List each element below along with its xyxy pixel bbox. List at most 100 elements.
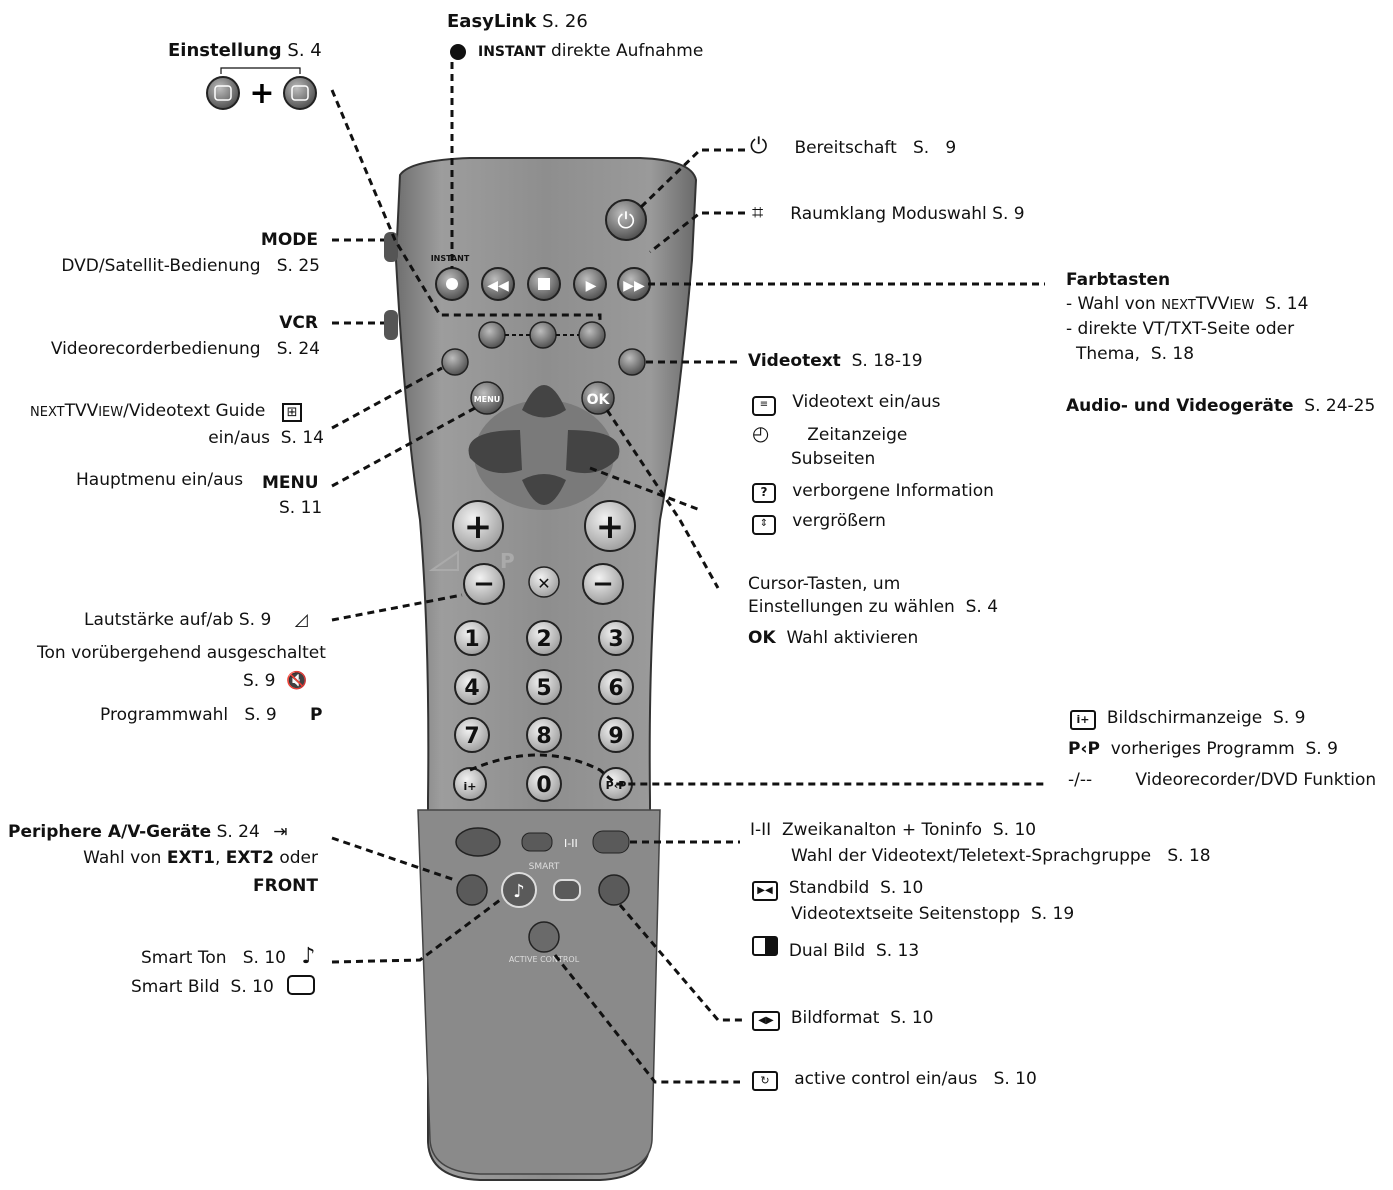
cursor-up: [522, 385, 566, 418]
svg-text:+: +: [249, 76, 274, 111]
digit-button-7[interactable]: [454, 717, 490, 753]
instant-key-label: INSTANT: [431, 254, 470, 263]
leader-lines: [330, 62, 1045, 1084]
smart-label: SMART: [529, 862, 560, 872]
volume-down-button: [463, 563, 505, 605]
vcr-side-button: [384, 310, 398, 340]
svg-text:−: −: [473, 569, 495, 599]
cursor-left: [468, 430, 522, 474]
power-icon: ⏻: [750, 134, 768, 159]
svg-text:▶: ▶: [586, 278, 597, 294]
lautstaerke-label: Lautstärke auf/ab S. 9 ◿: [84, 610, 308, 630]
picture-format-icon: ◀▶: [752, 1011, 780, 1031]
info-plus-icon: i+: [1070, 710, 1096, 730]
onscreen-info-button: [453, 767, 487, 801]
digit-button-9[interactable]: [598, 717, 634, 753]
mode-side-button: [384, 232, 398, 262]
zweikanal-line2: Wahl der Videotext/Teletext-Sprachgruppe…: [791, 846, 1211, 866]
cursor-down: [522, 474, 566, 505]
dualbild-label: Dual Bild S. 13: [752, 936, 919, 962]
bildformat-label: ◀▶ Bildformat S. 10: [752, 1008, 933, 1031]
i-ii-key-label: I-II: [564, 837, 578, 850]
enlarge-icon: ⇕: [752, 515, 776, 535]
dual-screen-button: [592, 830, 630, 854]
mode-text: DVD/Satellit-Bedienung S. 25: [61, 256, 320, 276]
digit-button-6[interactable]: [598, 669, 634, 705]
videotext-label: Videotext S. 18-19: [748, 351, 923, 371]
freeze-icon: ▶◀: [752, 881, 778, 901]
digit-button-4[interactable]: [454, 669, 490, 705]
digit-label-5: 5: [536, 676, 551, 701]
freeze-button: [521, 832, 553, 852]
active-control-label: ACTIVE CONTROL: [509, 955, 580, 964]
menu-key-text: MENU: [262, 473, 319, 493]
audio-label: Audio- und Videogeräte S. 24-25: [1066, 396, 1376, 416]
digit-button-1[interactable]: [454, 620, 490, 656]
rewind-button: [481, 267, 515, 301]
mute-button: [528, 566, 560, 598]
av-select-button: [456, 874, 488, 906]
active-control-button: [528, 921, 560, 953]
svg-text:+: +: [596, 507, 625, 547]
menu-button-label: MENU: [474, 395, 501, 404]
svg-text:✕: ✕: [537, 574, 550, 593]
volume-triangle-icon: [428, 550, 459, 571]
svg-text:▶▶: ▶▶: [623, 278, 645, 294]
smart-bild-label: Smart Bild S. 10: [131, 975, 316, 998]
periphere-front: FRONT: [253, 876, 318, 896]
previous-program-button-label: P‹P: [606, 779, 627, 792]
play-button: [573, 267, 607, 301]
ok-label: OK Wahl aktivieren: [748, 628, 919, 648]
active-control-icon: ↻: [752, 1071, 778, 1091]
farbtasten-title: Farbtasten: [1066, 270, 1171, 290]
ok-button-label: OK: [587, 392, 611, 408]
svg-text:+: +: [464, 507, 493, 547]
bereitschaft-label: ⏻ Bereitschaft S. 9: [750, 134, 957, 159]
enlarge-button: [578, 321, 606, 349]
digit-label-4: 4: [464, 676, 479, 701]
svg-text:i+: i+: [464, 780, 477, 793]
programmwahl-label: Programmwahl S. 9: [100, 705, 277, 725]
digit-button-8[interactable]: [526, 717, 562, 753]
digit-label-0: 0: [536, 773, 551, 798]
vcr-title: VCR: [279, 313, 318, 333]
digit-label-9: 9: [608, 724, 623, 749]
farbtasten-line2: - direkte VT/TXT-Seite oder: [1066, 319, 1295, 339]
cursor-line1: Cursor-Tasten, um: [748, 574, 901, 594]
vcr-text: Videorecorderbedienung S. 24: [50, 339, 320, 359]
surround-icon: ⌗: [752, 200, 764, 224]
svg-text:−: −: [592, 569, 614, 599]
guide-book-icon: ⊞: [281, 403, 303, 422]
question-button: [529, 321, 557, 349]
vt-item-2: Subseiten: [791, 449, 876, 469]
nextview-label: NEXTTVVIEW/Videotext Guide ⊞: [30, 401, 303, 423]
clock-icon: ◴: [752, 421, 770, 445]
einstellung-icon-a: [206, 76, 240, 110]
standby-button: [605, 199, 647, 241]
picture-format-button: [598, 874, 630, 906]
vt-item-1: ◴ Zeitanzeige: [752, 421, 908, 446]
digit-label-8: 8: [536, 724, 551, 749]
einstellung-label: Einstellung S. 4: [168, 40, 322, 61]
vorheriges-label: P‹P vorheriges Programm S. 9: [1068, 739, 1338, 759]
digit-label-3: 3: [608, 627, 623, 652]
question-icon: ?: [752, 483, 776, 503]
av-input-icon: ⇥: [273, 822, 288, 842]
active-control-text: ↻ active control ein/aus S. 10: [752, 1069, 1037, 1091]
digit-button-2[interactable]: [526, 620, 562, 656]
svg-text:◀◀: ◀◀: [487, 278, 509, 294]
digit-button-5[interactable]: [526, 669, 562, 705]
dual-screen-icon: [752, 936, 778, 956]
digit-button-0[interactable]: [526, 766, 562, 802]
digit-label-1: 1: [464, 627, 479, 652]
cursor-pad: [468, 385, 620, 510]
screen-icon: [287, 975, 316, 995]
zweikanal-label: I-II Zweikanalton + Toninfo S. 10: [750, 820, 1037, 840]
hauptmenu-page: S. 11: [279, 498, 323, 518]
farbtasten-line3: Thema, S. 18: [1076, 344, 1195, 364]
volume-up-button: [452, 500, 504, 552]
digit-button-3[interactable]: [598, 620, 634, 656]
vt-item-0: ≡ Videotext ein/aus: [752, 392, 941, 416]
menu-button: [470, 381, 504, 415]
farbtasten-line1: - Wahl von NEXTTVVIEW S. 14: [1066, 294, 1309, 314]
